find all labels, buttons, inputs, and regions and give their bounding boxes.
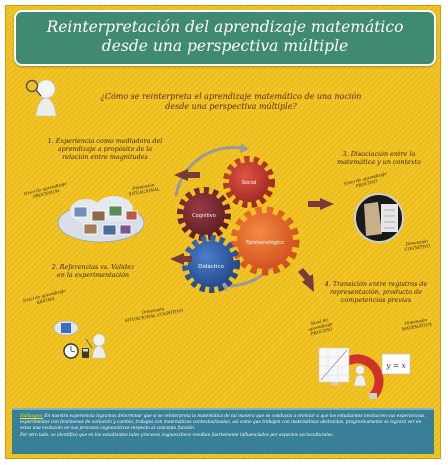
gear-social-icon: [223, 156, 275, 208]
guiding-question: ¿Cómo se reinterpreta el aprendizaje mat…: [86, 92, 376, 112]
dissociation-image-icon: [354, 193, 404, 243]
gear-epistemological-icon: [230, 206, 300, 276]
gear-didactic-icon: [182, 235, 240, 293]
gear-didactic-label: Didáctico: [198, 263, 224, 270]
findings-text-2: Por otro lado, se identificó que en los …: [20, 432, 334, 438]
gear-cognitive-label: Cognitivo: [192, 213, 216, 219]
poster-header: Reinterpretación del aprendizaje matemát…: [14, 10, 436, 66]
diagram-artwork: Social Cognitivo Epistemológico Didáctic…: [25, 79, 411, 400]
findings-text: En nuestra experiencia logramos determin…: [20, 414, 426, 432]
gear-cognitive-icon: [177, 187, 231, 241]
arrow-to-block-3: [308, 198, 334, 210]
pencil-figure-icon: [353, 365, 367, 387]
findings-box: Hallazgos: En nuestra experiencia logram…: [12, 408, 434, 454]
poster-title-line-1: Reinterpretación del aprendizaje matemát…: [46, 18, 404, 36]
formula-card: y = x: [381, 353, 411, 375]
arrow-to-block-1: [174, 169, 200, 181]
arrow-to-block-2: [170, 253, 192, 265]
poster-title-line-2: desde una perspectiva múltiple: [101, 37, 349, 55]
block-4-title: 4. Transición entre registros de represe…: [324, 280, 428, 304]
findings-heading: Hallazgos:: [20, 414, 43, 419]
graph-paper-icon: [318, 347, 350, 383]
gear-epistemological-label: Epistemológico: [246, 239, 284, 246]
guiding-question-line-1: ¿Cómo se reinterpreta el aprendizaje mat…: [100, 92, 362, 101]
block-2-title: 2. Referencias vs. Validez en la experim…: [51, 263, 135, 279]
calculator-icon: [82, 348, 89, 358]
block-1-title: 1. Experiencia como mediadora del aprend…: [47, 137, 163, 161]
arrow-to-block-4: [298, 268, 314, 292]
poster: Reinterpretación del aprendizaje matemát…: [5, 5, 441, 459]
experimentation-figure-icon: [53, 320, 107, 359]
experience-cloud-icon: [57, 196, 145, 243]
clock-icon: [63, 343, 79, 359]
guiding-question-line-2: desde una perspectiva múltiple?: [165, 102, 297, 111]
thinking-figure-icon: [25, 79, 57, 117]
gear-social-label: Social: [242, 180, 257, 186]
formula-text: y = x: [385, 361, 406, 370]
block-3-title: 3. Disociación entre la matemática y un …: [337, 150, 421, 166]
